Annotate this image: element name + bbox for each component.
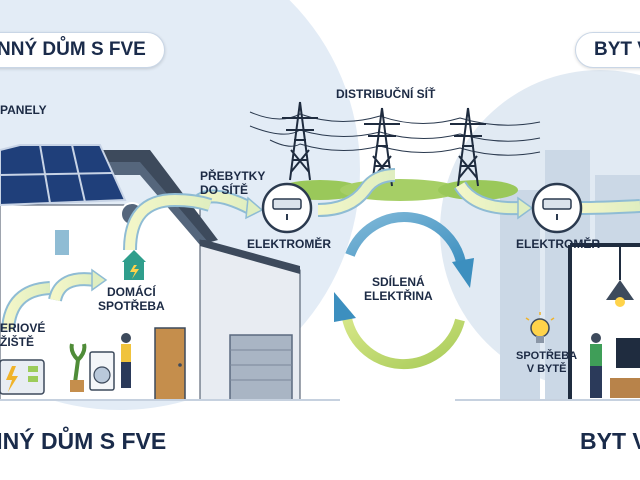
- home-line-2: SPOTŘEBA: [98, 298, 165, 313]
- surplus-line-2: DO SÍTĚ: [200, 182, 249, 197]
- bulb-icon: [525, 312, 555, 343]
- house: [0, 144, 301, 401]
- meter-icon-right: [531, 182, 583, 234]
- flat: [525, 243, 640, 400]
- shared-line-1: SDÍLENÁ: [372, 275, 425, 289]
- flat-line-1: SPOTŘEBA: [516, 350, 578, 362]
- home-line-1: DOMÁCÍ: [107, 285, 156, 299]
- pylon-icon: [450, 107, 486, 187]
- battery-storage-label: ERIOVÉ ŽIŠTĚ: [0, 321, 46, 350]
- home-consumption-label: DOMÁCÍ SPOTŘEBA: [98, 285, 165, 314]
- battery-line-1: ERIOVÉ: [0, 321, 46, 335]
- cycle-arrow-upper: [345, 212, 467, 269]
- pylon-icon: [364, 107, 400, 187]
- house-footer-title: NNÝ DŮM S FVE: [0, 428, 167, 454]
- battery-icon: [0, 359, 45, 395]
- house-title-pill: NNÝ DŮM S FVE: [0, 32, 165, 68]
- surplus-label: PŘEBYTKY DO SÍTĚ: [200, 169, 266, 198]
- flat-consumption-label: SPOTŘEBA V BYTĚ: [516, 350, 577, 375]
- shared-line-2: ELEKTŘINA: [364, 288, 433, 303]
- cycle-arrow-lower: [341, 311, 465, 370]
- meter-right-label: ELEKTROMĚR: [516, 237, 600, 251]
- meter-icon-left: [261, 182, 313, 234]
- panels-label: PANELY: [0, 103, 47, 117]
- solar-panel-icon: [0, 144, 127, 207]
- pylon-icon: [282, 101, 318, 181]
- flat-title-pill: BYT V: [575, 32, 640, 68]
- battery-line-2: ŽIŠTĚ: [0, 334, 35, 349]
- flat-line-2: V BYTĚ: [526, 362, 567, 375]
- grid-label: DISTRIBUČNÍ SÍŤ: [336, 87, 436, 101]
- surplus-line-1: PŘEBYTKY: [200, 169, 266, 183]
- home-bolt-icon: [122, 250, 146, 280]
- shared-energy-label: SDÍLENÁ ELEKTŘINA: [364, 275, 433, 304]
- meter-left-label: ELEKTROMĚR: [247, 237, 331, 251]
- flat-footer-title: BYT V: [580, 428, 640, 454]
